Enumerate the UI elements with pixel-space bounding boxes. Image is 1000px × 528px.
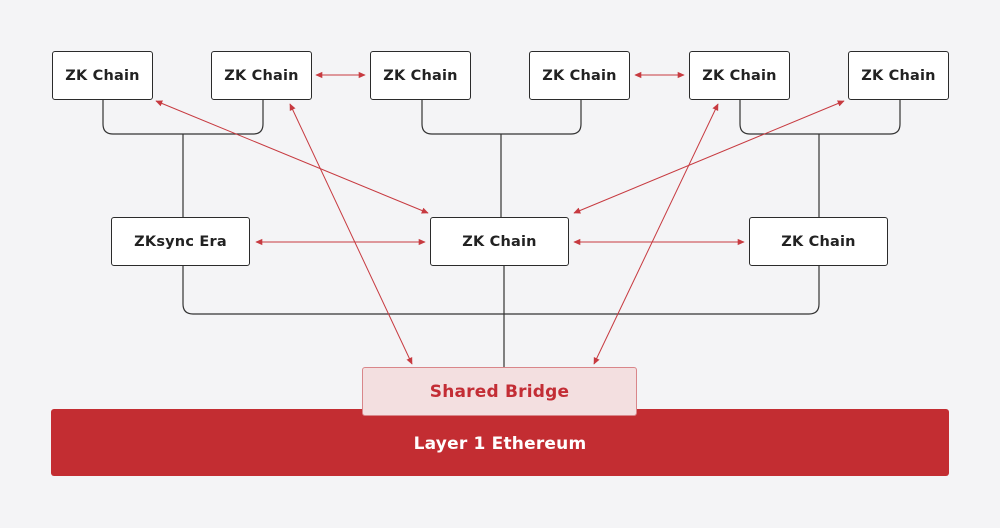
tree-connector-center-group bbox=[421, 100, 582, 217]
zk-chain-node-4: ZK Chain bbox=[529, 51, 630, 100]
zk-chain-hub-center: ZK Chain bbox=[430, 217, 569, 266]
zk-chain-node-1: ZK Chain bbox=[52, 51, 153, 100]
tree-connector-middle-row bbox=[182, 266, 820, 367]
zk-chain-node-3: ZK Chain bbox=[370, 51, 471, 100]
arrow-zkchain-5-to-bridge bbox=[593, 103, 719, 365]
tree-connector-left-group bbox=[102, 100, 264, 217]
layer1-ethereum-label: Layer 1 Ethereum bbox=[413, 433, 587, 454]
layer1-ethereum-bar: Layer 1 Ethereum bbox=[51, 409, 949, 476]
zksync-era-node: ZKsync Era bbox=[111, 217, 250, 266]
zk-chain-hub-right: ZK Chain bbox=[749, 217, 888, 266]
zk-chain-node-2: ZK Chain bbox=[211, 51, 312, 100]
shared-bridge-box: Shared Bridge bbox=[362, 367, 637, 416]
shared-bridge-label: Shared Bridge bbox=[429, 381, 570, 402]
tree-connector-right-group bbox=[739, 100, 901, 217]
zk-chain-node-6: ZK Chain bbox=[848, 51, 949, 100]
arrow-top-left-to-center bbox=[155, 100, 429, 214]
arrow-top-right-to-center bbox=[573, 100, 845, 214]
zk-chain-node-5: ZK Chain bbox=[689, 51, 790, 100]
interop-arrows bbox=[155, 71, 845, 365]
arrow-zkchain-2-to-bridge bbox=[289, 103, 413, 365]
